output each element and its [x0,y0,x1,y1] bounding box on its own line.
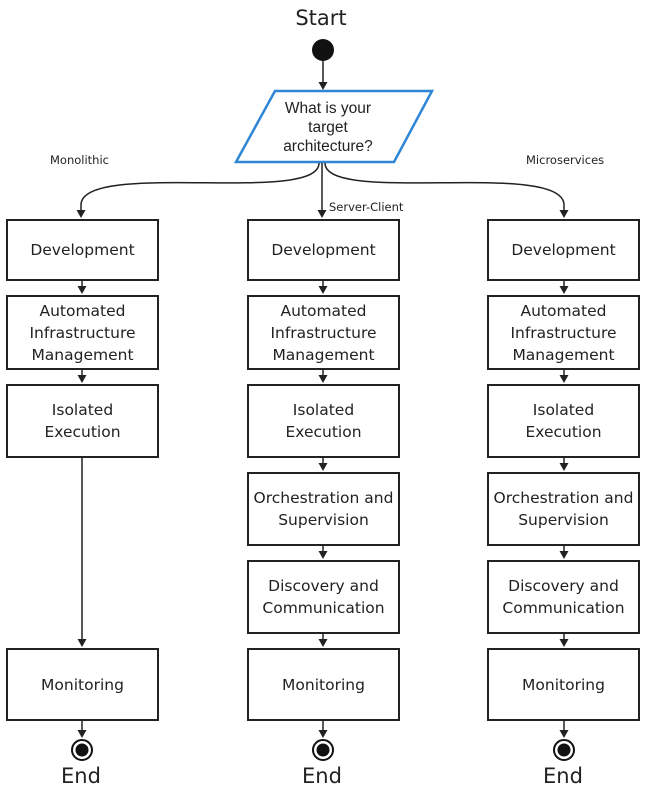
server-client-orchestration-step: Orchestration and Supervision [247,472,400,546]
decision-shape [233,89,435,164]
decision-text: What is your target architecture? [283,100,373,155]
monolithic-monitoring-step: Monitoring [6,648,159,721]
monolithic-connector-3-head [77,730,87,738]
start-label: Start [295,6,347,30]
microservices-connector-2-head [559,463,569,471]
monolithic-infrastructure-step: Automated Infrastructure Management [6,295,159,370]
branch-arrow-server-client-head [317,210,327,218]
monolithic-connector-1-head [77,375,87,383]
microservices-connector-5-head [559,730,569,738]
branch-arrow-microservices-head [559,210,569,218]
server-client-discovery-step: Discovery and Communication [247,560,400,634]
server-client-connector-5-head [318,730,328,738]
microservices-development-step: Development [487,219,640,281]
branch-label-monolithic: Monolithic [50,153,109,167]
server-client-monitoring-step: Monitoring [247,648,400,721]
microservices-orchestration-step: Orchestration and Supervision [487,472,640,546]
server-client-end-label: End [302,764,342,788]
server-client-isolated-execution-step: Isolated Execution [247,384,400,458]
branch-label-microservices: Microservices [526,153,605,167]
microservices-discovery-step: Discovery and Communication [487,560,640,634]
start-node [312,39,334,61]
microservices-connector-4-head [559,639,569,647]
monolithic-connector-0-head [77,286,87,294]
microservices-infrastructure-step: Automated Infrastructure Management [487,295,640,370]
server-client-end-node-dot [316,743,330,757]
microservices-connector-1-head [559,375,569,383]
server-client-connector-0-head [318,286,328,294]
microservices-isolated-execution-step: Isolated Execution [487,384,640,458]
server-client-connector-2-head [318,463,328,471]
branch-curve-microservices [324,162,565,205]
branch-arrow-monolithic-head [76,210,86,218]
microservices-connector-0-head [559,286,569,294]
branch-label-server-client: Server-Client [329,200,404,214]
monolithic-connector-2-head [77,639,87,647]
server-client-infrastructure-step: Automated Infrastructure Management [247,295,400,370]
start-arrow-head [318,82,328,90]
monolithic-end-node-dot [75,743,89,757]
monolithic-end-label: End [61,764,101,788]
monolithic-development-step: Development [6,219,159,281]
monolithic-isolated-execution-step: Isolated Execution [6,384,159,458]
microservices-end-label: End [543,764,583,788]
branch-curve-monolithic [80,162,320,205]
server-client-connector-1-head [318,375,328,383]
server-client-development-step: Development [247,219,400,281]
microservices-connector-3-head [559,551,569,559]
microservices-end-node-dot [557,743,571,757]
server-client-connector-4-head [318,639,328,647]
microservices-monitoring-step: Monitoring [487,648,640,721]
server-client-connector-3-head [318,551,328,559]
